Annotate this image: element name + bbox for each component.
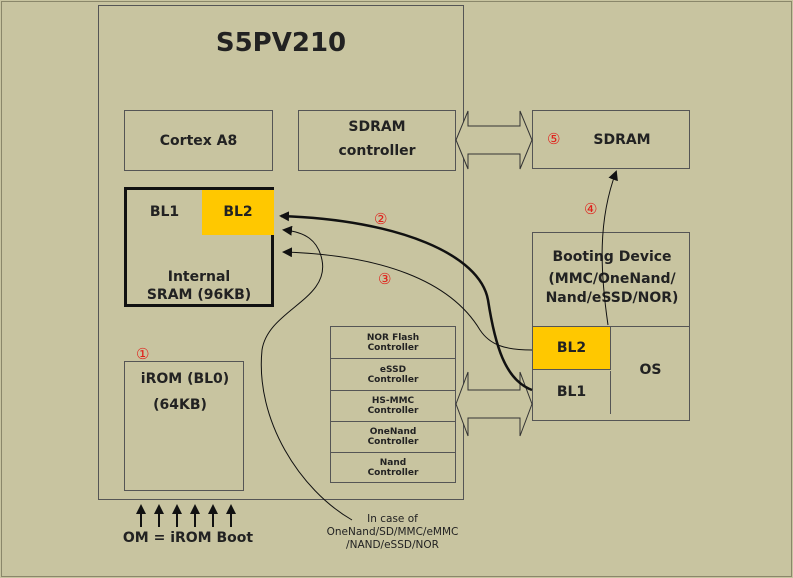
device-bl1-label: BL1: [533, 371, 611, 414]
device-bl2-block: BL2: [533, 327, 611, 370]
note-line1: In case of: [367, 513, 418, 525]
marker-5: ⑤: [547, 130, 561, 148]
sdram-controller-block: SDRAM controller: [298, 110, 456, 171]
note-line2: OneNand/SD/MMC/eMMC: [326, 526, 459, 538]
note-pointer-curve: [260, 225, 353, 521]
booting-device-block: Booting Device (MMC/OneNand/ Nand/eSSD/N…: [532, 232, 690, 421]
sdram-controller-line2: controller: [338, 143, 416, 159]
sdram-controller-line1: SDRAM: [348, 119, 406, 135]
sram-bl2-block: BL2: [202, 190, 274, 235]
sram-line1: Internal: [167, 269, 231, 285]
booting-device-line1: Booting Device: [552, 249, 672, 265]
sdram-label: SDRAM: [593, 132, 651, 148]
marker-2: ②: [374, 210, 388, 228]
irom-line2: (64KB): [153, 397, 207, 413]
om-pin-arrows: [136, 504, 236, 527]
sram-line2: SRAM (96KB): [146, 287, 252, 303]
marker-1: ①: [136, 345, 150, 363]
chip-outline: [98, 5, 464, 500]
irom-block: iROM (BL0) (64KB): [124, 361, 244, 491]
os-load-curve: [601, 170, 618, 326]
device-os-label: OS: [639, 362, 662, 378]
bl2-load-curve: [279, 211, 533, 392]
irom-line1: iROM (BL0): [140, 371, 230, 387]
marker-3: ③: [378, 270, 392, 288]
note-line3: /NAND/eSSD/NOR: [346, 539, 439, 551]
booting-device-line3: Nand/eSSD/NOR): [545, 290, 679, 306]
cortex-a8-block: Cortex A8: [124, 110, 273, 171]
device-bus-arrow: [455, 371, 533, 437]
sram-bl1-label: BL1: [149, 204, 180, 220]
om-label: OM = iROM Boot: [122, 530, 254, 546]
chip-title: S5PV210: [215, 28, 347, 58]
bl1-load-curve: [282, 247, 533, 351]
sdram-block: SDRAM: [532, 110, 690, 169]
booting-device-divider: [533, 326, 689, 327]
sdram-bus-arrow: [455, 110, 533, 170]
marker-4: ④: [584, 200, 598, 218]
booting-device-line2: (MMC/OneNand/: [548, 271, 676, 287]
cortex-a8-label: Cortex A8: [159, 132, 238, 149]
internal-sram-block: BL1 BL2 Internal SRAM (96KB): [124, 187, 274, 307]
note-text: In case of OneNand/SD/MMC/eMMC /NAND/eSS…: [310, 513, 475, 552]
